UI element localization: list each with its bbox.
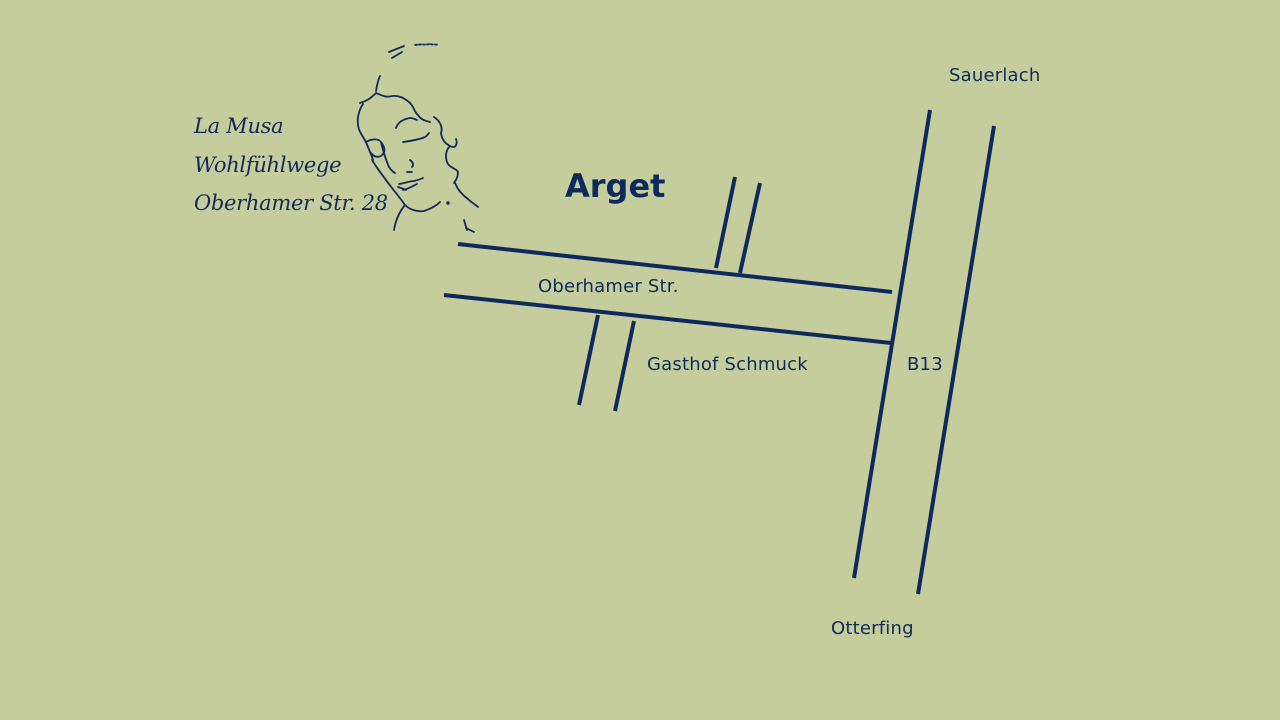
side-street-north-right-edge <box>738 182 762 274</box>
business-address: Oberhamer Str. 28 <box>194 191 388 215</box>
face-sketch-icon <box>356 43 479 233</box>
destination-label-otterfing: Otterfing <box>831 618 914 639</box>
highway-label-b13: B13 <box>907 354 943 375</box>
side-street-north-left-edge <box>714 176 737 269</box>
side-street-north <box>714 176 762 274</box>
landmark-label-gasthof: Gasthof Schmuck <box>647 354 808 375</box>
destination-label-sauerlach: Sauerlach <box>949 65 1041 86</box>
highway-b13 <box>852 109 996 595</box>
oberhamer-street <box>443 242 893 345</box>
highway-b13-west-edge <box>852 109 932 579</box>
side-street-south <box>577 314 636 412</box>
business-tagline: Wohlfühlwege <box>194 153 342 177</box>
highway-b13-east-edge <box>916 125 996 595</box>
side-street-south-right-edge <box>613 320 636 412</box>
oberhamer-street-north-edge <box>457 242 893 294</box>
side-street-south-left-edge <box>577 314 600 406</box>
street-label-oberhamer: Oberhamer Str. <box>538 276 679 297</box>
town-label-arget: Arget <box>565 167 666 205</box>
oberhamer-street-south-edge <box>443 293 892 345</box>
business-name: La Musa <box>194 114 284 138</box>
